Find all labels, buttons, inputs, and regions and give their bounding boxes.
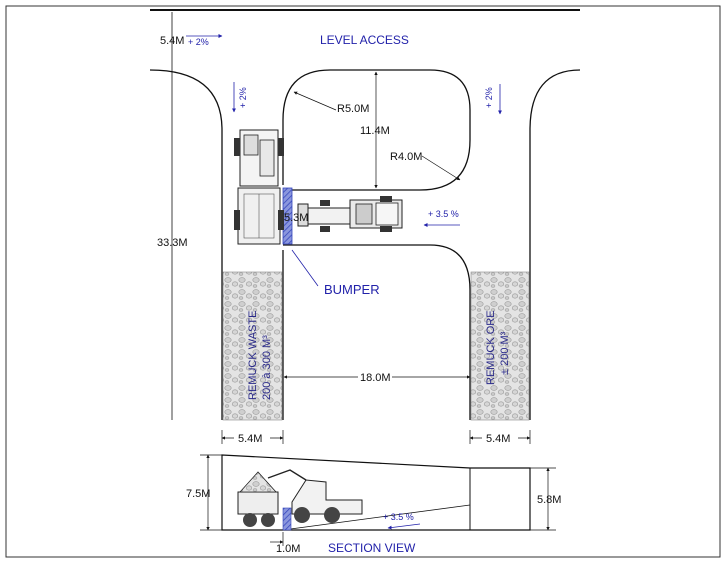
radius-small-label: R4.0M <box>390 151 422 163</box>
haul-truck-plan <box>234 129 284 245</box>
remuck-ore-line1: REMUCK ORE <box>485 310 497 385</box>
grade-left-drift: + 2% <box>238 87 248 108</box>
remuck-spacing-label: 18.0M <box>360 372 391 384</box>
remuck-waste-pile <box>222 271 283 421</box>
remuck-left-width: 5.4M <box>238 433 262 445</box>
grade-section-ramp: + 3.5 % <box>383 512 414 522</box>
drawing-frame <box>5 5 721 558</box>
grade-right-drift: + 2% <box>484 87 494 108</box>
remuck-ore-line2: ± 200 M³ <box>499 331 511 375</box>
level-access-label: LEVEL ACCESS <box>320 33 409 47</box>
remuck-ore-pile <box>470 271 530 421</box>
remuck-waste-line1: REMUCK WASTE <box>247 311 259 400</box>
section-height-right: 5.8M <box>537 494 561 506</box>
section-bottom-label: 1.0M <box>276 543 300 555</box>
radius-large-label: R5.0M <box>337 103 369 115</box>
bumper-label: BUMPER <box>324 282 380 297</box>
grade-top-left: + 2% <box>188 37 209 47</box>
pillar-height-label: 11.4M <box>360 125 390 137</box>
loader-plan <box>297 196 403 232</box>
section-height-left: 7.5M <box>186 488 210 500</box>
remuck-waste-line2: 200 à 300 M³ <box>261 335 273 400</box>
grade-ramp: + 3.5 % <box>428 209 459 219</box>
remuck-right-width: 5.4M <box>486 433 510 445</box>
drift-width-label: 5.3M <box>284 212 308 224</box>
plan-outline <box>149 69 581 420</box>
section-view <box>221 454 531 531</box>
total-length-label: 33.3M <box>157 237 188 249</box>
section-view-label: SECTION VIEW <box>328 541 416 555</box>
